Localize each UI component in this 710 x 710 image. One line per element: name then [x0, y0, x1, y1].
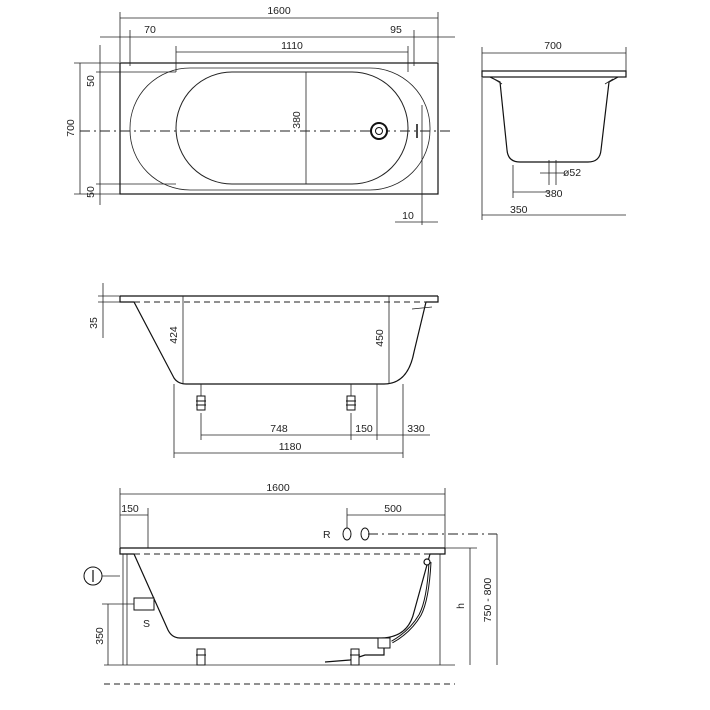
tub-basin-top — [175, 71, 409, 185]
dim-depth-left: 424 — [168, 326, 180, 344]
leg-left — [196, 384, 206, 411]
end-rim — [481, 70, 627, 78]
top-view: 1600 70 95 1110 700 50 50 380 10 — [65, 5, 455, 225]
dim-width: 700 — [65, 119, 77, 137]
dim-floor-height: 350 — [94, 627, 106, 645]
dim-rim-height: 35 — [88, 317, 100, 329]
dim-install-length: 1600 — [266, 482, 290, 494]
dim-left-offset: 150 — [121, 503, 139, 515]
dim-right-rim: 95 — [390, 24, 402, 36]
dim-end-width: 700 — [544, 40, 562, 52]
end-detail — [493, 78, 503, 85]
dim-offset: 10 — [402, 210, 414, 222]
dim-drain-offset: 380 — [545, 188, 563, 200]
end-view: 700 ø52 380 350 — [481, 40, 627, 220]
dim-rim-bottom: 50 — [85, 186, 97, 198]
drain-inner-icon — [375, 127, 383, 135]
drain-icon — [370, 122, 388, 140]
install-view: 1600 150 500 R — [83, 482, 498, 685]
install-profile — [119, 548, 446, 639]
dim-length: 1600 — [267, 5, 291, 17]
leg-foot — [196, 648, 206, 666]
label-r: R — [323, 529, 331, 541]
side-detail — [411, 306, 433, 310]
side-view: 35 424 450 748 150 330 1180 — [88, 283, 439, 458]
label-s: S — [143, 618, 150, 630]
side-profile — [119, 296, 439, 385]
drain-outlet — [324, 648, 385, 663]
dim-height-h: h — [455, 603, 467, 609]
dim-drain-diameter: ø52 — [563, 167, 581, 179]
dim-rim-top: 50 — [85, 75, 97, 87]
dim-feet-offset: 350 — [510, 204, 528, 216]
dim-depth-right: 450 — [374, 329, 386, 347]
tub-outline-top — [119, 62, 439, 195]
leg-right — [346, 384, 356, 411]
leg-foot — [350, 648, 360, 666]
dim-inner-width: 380 — [291, 111, 303, 129]
dim-inner-length: 1110 — [281, 40, 303, 52]
end-detail — [604, 78, 614, 85]
dim-leg-gap: 150 — [355, 423, 373, 435]
tub-rim-top — [129, 67, 431, 191]
install-leg-right — [350, 648, 360, 666]
overflow-pipe-inner — [391, 561, 431, 643]
dim-tap-offset: 500 — [384, 503, 402, 515]
leg-foot — [196, 395, 206, 411]
dim-leg-spacing: 748 — [270, 423, 288, 435]
dim-leg-total: 1180 — [279, 441, 302, 453]
tap-icon — [360, 527, 370, 541]
end-basin — [489, 76, 619, 163]
drain-trap — [377, 637, 391, 649]
dim-leg-end: 330 — [407, 423, 425, 435]
siphon-box — [133, 597, 155, 611]
tap-icon — [342, 527, 352, 541]
dim-height-range: 750 - 800 — [482, 578, 494, 623]
overflow-icon — [423, 558, 431, 566]
install-leg-left — [196, 648, 206, 666]
leg-foot — [346, 395, 356, 411]
dim-left-rim: 70 — [144, 24, 156, 36]
